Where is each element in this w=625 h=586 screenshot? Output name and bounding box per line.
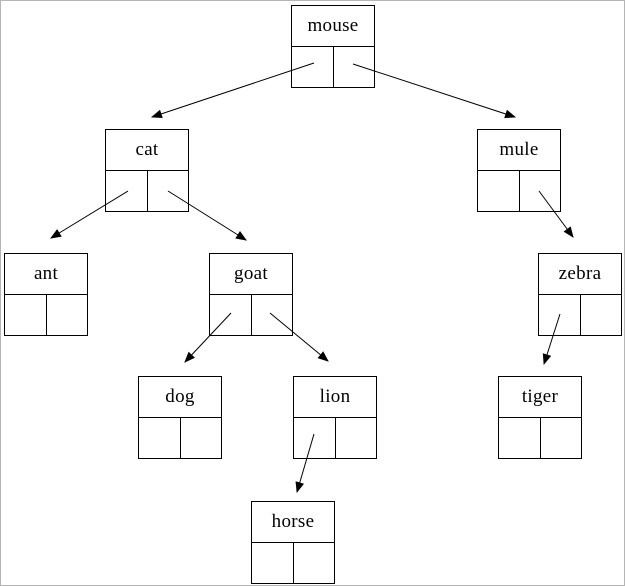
left-pointer-cell xyxy=(499,418,541,458)
node-label: horse xyxy=(252,502,334,543)
node-mouse: mouse xyxy=(291,5,375,88)
right-pointer-cell xyxy=(581,295,622,335)
right-pointer-cell xyxy=(252,295,293,335)
right-pointer-cell xyxy=(336,418,377,458)
node-tiger: tiger xyxy=(498,376,582,459)
right-pointer-cell xyxy=(520,171,561,211)
left-pointer-cell xyxy=(139,418,181,458)
left-pointer-cell xyxy=(539,295,581,335)
right-pointer-cell xyxy=(148,171,189,211)
right-pointer-cell xyxy=(47,295,88,335)
edge-mouse-left-cat xyxy=(150,62,315,119)
node-label: lion xyxy=(294,377,376,418)
left-pointer-cell xyxy=(210,295,252,335)
node-cat: cat xyxy=(105,129,189,212)
right-pointer-cell xyxy=(181,418,222,458)
node-label: goat xyxy=(210,254,292,295)
left-pointer-cell xyxy=(478,171,520,211)
right-pointer-cell xyxy=(334,47,375,87)
left-pointer-cell xyxy=(106,171,148,211)
node-label: ant xyxy=(5,254,87,295)
node-zebra: zebra xyxy=(538,253,622,336)
left-pointer-cell xyxy=(252,543,294,583)
node-ant: ant xyxy=(4,253,88,336)
node-label: zebra xyxy=(539,254,621,295)
edge-mouse-right-mule xyxy=(352,63,517,119)
node-lion: lion xyxy=(293,376,377,459)
node-horse: horse xyxy=(251,501,335,584)
right-pointer-cell xyxy=(294,543,335,583)
node-label: mule xyxy=(478,130,560,171)
node-label: tiger xyxy=(499,377,581,418)
node-label: mouse xyxy=(292,6,374,47)
node-mule: mule xyxy=(477,129,561,212)
left-pointer-cell xyxy=(5,295,47,335)
node-label: cat xyxy=(106,130,188,171)
left-pointer-cell xyxy=(292,47,334,87)
node-label: dog xyxy=(139,377,221,418)
right-pointer-cell xyxy=(541,418,582,458)
node-goat: goat xyxy=(209,253,293,336)
node-dog: dog xyxy=(138,376,222,459)
left-pointer-cell xyxy=(294,418,336,458)
